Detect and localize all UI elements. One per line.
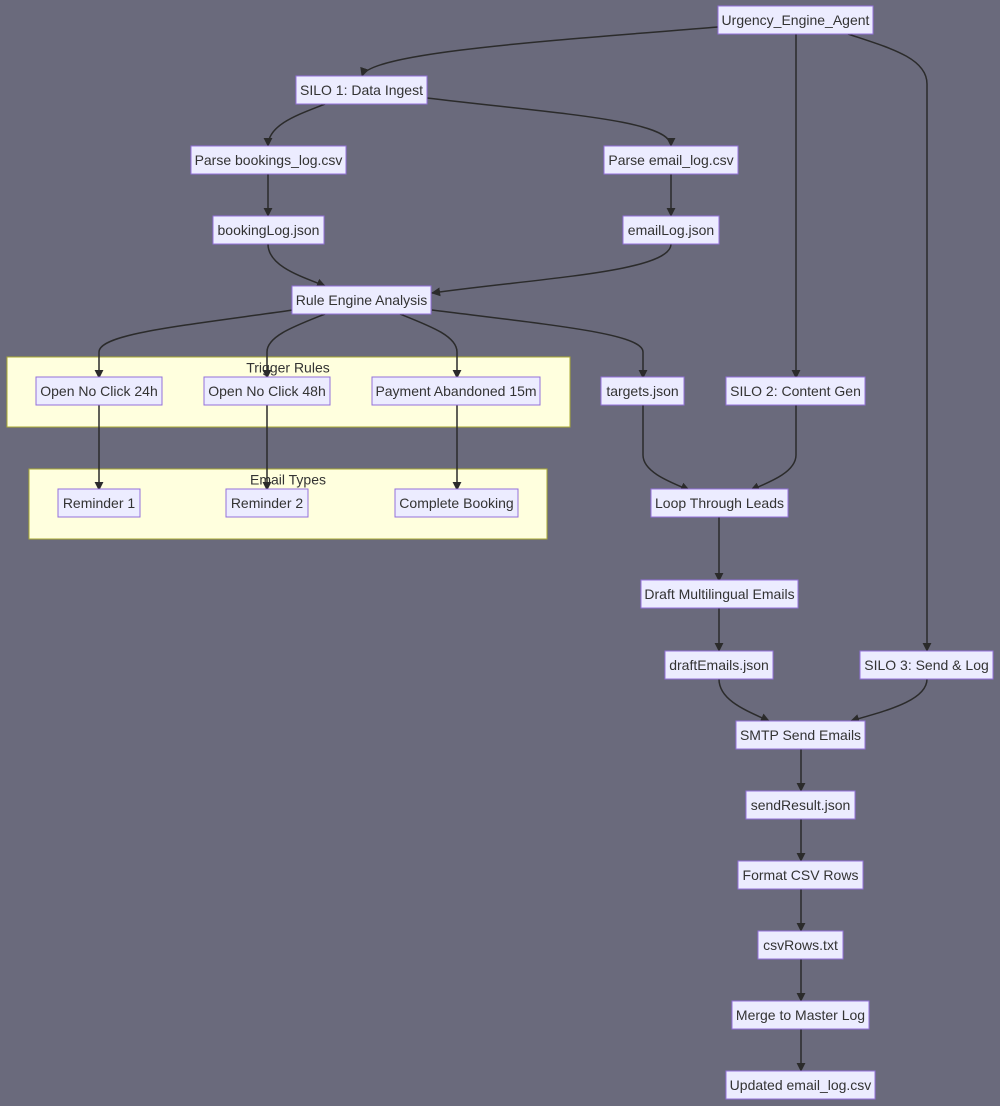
edge-silo3-to-smtp [850,678,928,723]
node-send-result-json: sendResult.json [745,790,856,820]
node-rule-engine-analysis-box [291,285,432,315]
node-format-csv-rows-label: Format CSV Rows [743,867,859,883]
cluster-email-types-label: Email Types [250,472,326,488]
node-send-result-json-box [745,790,856,820]
node-merge-to-master-log-box [731,1000,870,1030]
node-complete-booking-label: Complete Booking [399,495,513,511]
edge-rule-engine-to-open-24 [94,309,294,379]
node-csv-rows-txt-label: csvRows.txt [763,937,838,953]
node-updated-email-log-csv: Updated email_log.csv [725,1070,876,1100]
node-updated-email-log-csv-box [725,1070,876,1100]
node-draft-emails-json-label: draftEmails.json [669,657,769,673]
node-draft-multilingual-emails-box [640,579,799,609]
node-draft-multilingual-emails: Draft Multilingual Emails [640,579,799,609]
node-merge-to-master-log-label: Merge to Master Log [736,1007,865,1023]
node-smtp-send-emails: SMTP Send Emails [735,720,866,750]
nodes-layer: Urgency_Engine_Agent SILO 1: Data Ingest… [35,5,994,1100]
node-email-log-json-box [622,215,720,245]
node-targets-json: targets.json [600,376,685,406]
node-rule-engine-analysis: Rule Engine Analysis [291,285,432,315]
node-silo-2-content-gen-box [725,376,866,406]
node-parse-bookings-log: Parse bookings_log.csv [190,145,347,175]
node-payment-abandoned-15m-label: Payment Abandoned 15m [375,383,536,399]
node-csv-rows-txt-box [757,930,844,960]
edge-draft-json-to-smtp [718,678,770,722]
edge-silo1-to-parse-email [426,97,676,147]
edge-silo1-to-parse-bookings [263,103,326,147]
edge-silo2-to-loop-leads [750,405,797,492]
node-reminder-2: Reminder 2 [225,488,309,518]
edge-rule-engine-to-payment-abandoned [399,313,462,379]
node-draft-multilingual-emails-label: Draft Multilingual Emails [644,586,794,602]
node-booking-log-json-box [212,215,325,245]
node-reminder-2-box [225,488,309,518]
edge-rule-engine-to-targets [431,309,648,379]
node-merge-to-master-log: Merge to Master Log [731,1000,870,1030]
edge-rule-engine-to-open-48 [262,313,326,379]
cluster-trigger-rules-label: Trigger Rules [246,360,330,376]
node-payment-abandoned-15m: Payment Abandoned 15m [371,376,541,406]
node-complete-booking: Complete Booking [394,488,519,518]
edge-booking-log-to-rule-engine [267,243,326,288]
node-silo-1-data-ingest: SILO 1: Data Ingest [295,75,428,105]
node-email-log-json-label: emailLog.json [628,222,714,238]
edges-layer [94,26,932,1072]
node-loop-through-leads: Loop Through Leads [650,488,789,518]
node-open-no-click-48h-box [203,376,331,406]
node-payment-abandoned-15m-box [371,376,541,406]
node-parse-email-log-label: Parse email_log.csv [608,152,733,168]
edge-agent-to-silo3 [847,33,932,652]
node-reminder-1: Reminder 1 [57,488,141,518]
node-csv-rows-txt: csvRows.txt [757,930,844,960]
node-format-csv-rows-box [737,860,864,890]
node-silo-3-send-log-box [859,650,994,680]
node-urgency-engine-agent-label: Urgency_Engine_Agent [722,12,870,28]
node-parse-bookings-log-label: Parse bookings_log.csv [195,152,343,168]
node-loop-through-leads-box [650,488,789,518]
edge-email-log-to-rule-engine [431,243,672,297]
node-updated-email-log-csv-label: Updated email_log.csv [730,1077,872,1093]
node-format-csv-rows: Format CSV Rows [737,860,864,890]
edge-targets-to-loop-leads [642,405,690,492]
node-draft-emails-json: draftEmails.json [664,650,774,680]
node-reminder-1-box [57,488,141,518]
node-silo-3-send-log-label: SILO 3: Send & Log [864,657,989,673]
node-smtp-send-emails-label: SMTP Send Emails [740,727,861,743]
node-open-no-click-48h-label: Open No Click 48h [208,383,326,399]
node-open-no-click-24h: Open No Click 24h [35,376,163,406]
node-open-no-click-48h: Open No Click 48h [203,376,331,406]
node-send-result-json-label: sendResult.json [751,797,851,813]
node-parse-email-log: Parse email_log.csv [603,145,739,175]
node-draft-emails-json-box [664,650,774,680]
node-silo-1-data-ingest-label: SILO 1: Data Ingest [300,82,423,98]
node-reminder-2-label: Reminder 2 [231,495,304,511]
node-smtp-send-emails-box [735,720,866,750]
node-email-log-json: emailLog.json [622,215,720,245]
node-booking-log-json: bookingLog.json [212,215,325,245]
node-targets-json-label: targets.json [606,383,678,399]
node-parse-bookings-log-box [190,145,347,175]
node-silo-2-content-gen: SILO 2: Content Gen [725,376,866,406]
node-silo-1-data-ingest-box [295,75,428,105]
node-rule-engine-analysis-label: Rule Engine Analysis [296,292,428,308]
node-silo-2-content-gen-label: SILO 2: Content Gen [730,383,861,399]
node-booking-log-json-label: bookingLog.json [218,222,320,238]
node-parse-email-log-box [603,145,739,175]
node-reminder-1-label: Reminder 1 [63,495,136,511]
node-complete-booking-box [394,488,519,518]
node-urgency-engine-agent-box [717,5,874,35]
node-silo-3-send-log: SILO 3: Send & Log [859,650,994,680]
node-loop-through-leads-label: Loop Through Leads [655,495,784,511]
node-open-no-click-24h-box [35,376,163,406]
node-targets-json-box [600,376,685,406]
node-open-no-click-24h-label: Open No Click 24h [40,383,158,399]
node-urgency-engine-agent: Urgency_Engine_Agent [717,5,874,35]
edge-agent-to-silo1 [360,26,719,77]
